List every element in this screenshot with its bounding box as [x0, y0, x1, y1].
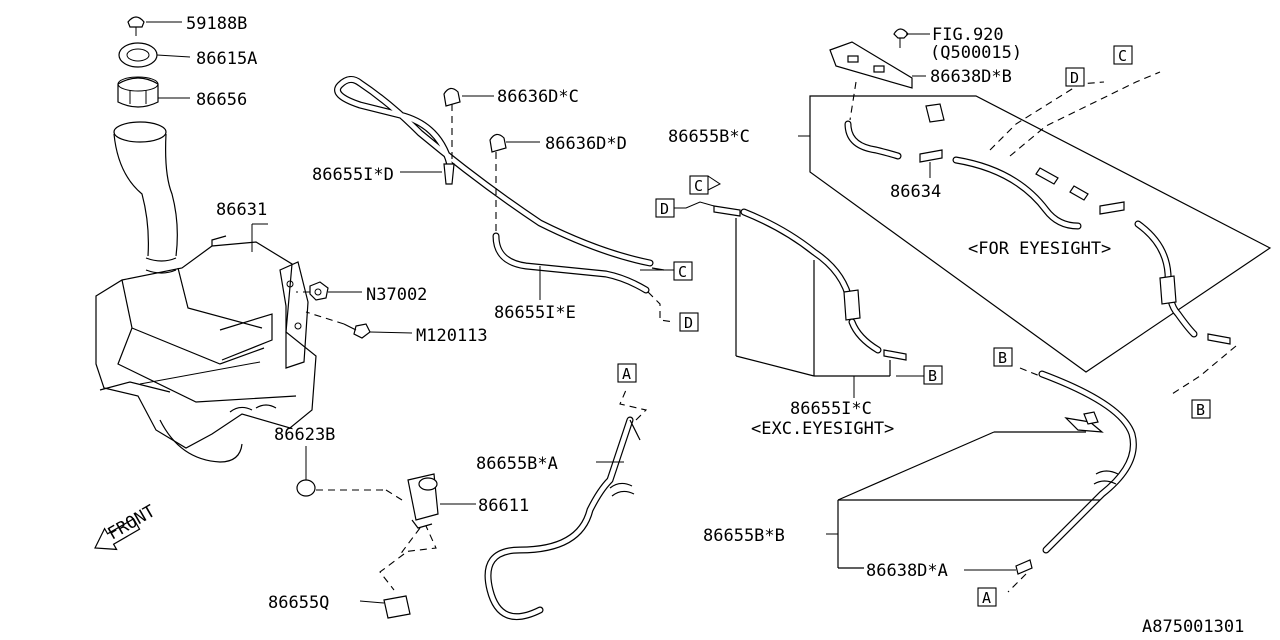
eyesight-hoses — [844, 71, 1237, 395]
hose-86655ie — [492, 232, 675, 323]
connector-d-center: D — [679, 312, 699, 332]
svg-text:A: A — [982, 589, 991, 607]
svg-text:C: C — [1118, 47, 1127, 65]
label-86655bc: 86655B*C — [668, 127, 750, 147]
svg-text:D: D — [1070, 69, 1079, 87]
label-86655id: 86655I*D — [312, 165, 394, 185]
label-n37002: N37002 — [366, 285, 427, 305]
label-86636dd: 86636D*D — [545, 134, 627, 154]
reservoir-cap-bolt — [127, 16, 182, 36]
hose-86655q — [359, 595, 411, 619]
leader-lines — [640, 269, 982, 571]
svg-text:B: B — [998, 349, 1007, 367]
reservoir-filler-neck — [113, 121, 178, 274]
reservoir-cap-ring — [118, 42, 191, 68]
hose-86655bb — [826, 367, 1137, 593]
svg-text:B: B — [1196, 401, 1205, 419]
label-86655bb: 86655B*B — [703, 526, 785, 546]
svg-text:C: C — [678, 263, 687, 281]
label-86655ie: 86655I*E — [494, 303, 576, 323]
tank-bracket — [279, 261, 309, 369]
label-m120113: M120113 — [416, 326, 488, 346]
nozzle-86636dc — [443, 87, 494, 160]
label-86636dc: 86636D*C — [497, 87, 579, 107]
eyesight-panel-outline — [798, 95, 1272, 373]
label-86615a: 86615A — [196, 49, 257, 69]
svg-text:B: B — [928, 367, 937, 385]
hose-86655id — [334, 76, 674, 271]
front-arrow-icon — [94, 517, 141, 551]
label-86655ba: 86655B*A — [476, 454, 558, 474]
connector-a-bottom: A — [977, 587, 997, 607]
grommet-eyesight — [925, 103, 945, 123]
label-86655ic: 86655I*C — [790, 399, 872, 419]
pump-dash-links — [379, 525, 437, 591]
label-for-eyesight: <FOR EYESIGHT> — [968, 239, 1111, 259]
reservoir-filter — [117, 76, 190, 108]
label-59188b: 59188B — [186, 14, 247, 34]
connector-b-bottom: B — [993, 347, 1013, 367]
label-86623b: 86623B — [274, 425, 335, 445]
connector-c-ic: C — [689, 175, 721, 195]
label-fig920: FIG.920 — [932, 25, 1004, 45]
connector-a-left: A — [617, 363, 637, 383]
label-86634: 86634 — [890, 182, 941, 202]
washer-pump — [407, 473, 476, 529]
connector-c-top: C — [1113, 45, 1133, 65]
label-86611: 86611 — [478, 496, 529, 516]
svg-text:D: D — [684, 314, 693, 332]
label-86638db: 86638D*B — [930, 67, 1012, 87]
bolt-m120113 — [305, 311, 413, 339]
label-q500015: (Q500015) — [930, 43, 1022, 63]
label-86638da: 86638D*A — [866, 561, 948, 581]
connector-d-ic: D — [655, 198, 675, 218]
label-86655q: 86655Q — [268, 593, 329, 613]
hose-86655ba — [484, 389, 648, 621]
hose-86655ic — [674, 201, 907, 398]
nut-n37002 — [296, 281, 362, 301]
nozzle-86636dd — [489, 133, 540, 232]
washer-tank — [95, 223, 317, 463]
grommet-86623b — [296, 446, 403, 501]
svg-text:D: D — [660, 200, 669, 218]
label-86631: 86631 — [216, 200, 267, 220]
connector-d-top: D — [1065, 67, 1085, 87]
label-front: FRONT — [105, 501, 159, 544]
label-diagram-id: A875001301 — [1142, 617, 1244, 637]
label-86656: 86656 — [196, 90, 247, 110]
svg-text:C: C — [694, 177, 703, 195]
connector-b-ic: B — [923, 365, 943, 385]
svg-text:A: A — [622, 365, 631, 383]
connector-c-center: C — [673, 261, 693, 281]
connector-b-right: B — [1191, 399, 1211, 419]
bracket-86638db — [829, 28, 930, 121]
label-exc-eyesight: <EXC.EYESIGHT> — [751, 419, 894, 439]
